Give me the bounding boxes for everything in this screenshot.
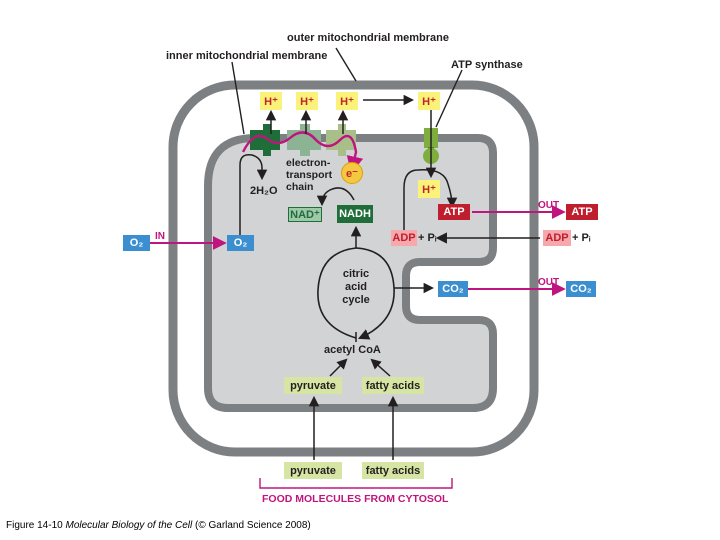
citric-cycle-label: citric acid cycle	[339, 268, 373, 307]
proton-box-5: H⁺	[418, 180, 440, 198]
pyruvate-inner-box: pyruvate	[284, 377, 342, 394]
atp-outer-box: ATP	[566, 204, 598, 220]
citric-label-line3: cycle	[342, 294, 370, 306]
etc-label-line1: electron-	[286, 157, 331, 169]
co2-outer-box: CO₂	[566, 281, 596, 297]
electron-badge: e⁻	[341, 162, 363, 184]
leader-atp-synthase	[435, 69, 463, 128]
leader-outer-membrane	[335, 47, 357, 82]
fatty-to-acetyl-arrow	[370, 358, 391, 377]
proton-box-4: H⁺	[418, 92, 440, 110]
atp-synthase-label: ATP synthase	[451, 59, 523, 71]
caption-prefix: Figure 14-10	[6, 520, 66, 531]
food-molecules-label: FOOD MOLECULES FROM CYTOSOL	[262, 493, 449, 505]
out-co2-label: OUT	[538, 277, 560, 288]
fatty-acids-outer-box: fatty acids	[362, 462, 424, 479]
inner-membrane-label: inner mitochondrial membrane	[166, 50, 328, 62]
water-label: 2H₂O	[250, 185, 278, 197]
caption-title: Molecular Biology of the Cell	[65, 520, 193, 531]
co2-inner-box: CO₂	[438, 281, 468, 297]
nad-plus-box: NAD⁺	[288, 207, 322, 222]
electron-path	[241, 131, 364, 174]
pyruvate-to-acetyl-arrow	[329, 358, 348, 377]
citric-label-line1: citric	[342, 268, 370, 280]
o2-outer-box: O₂	[123, 235, 150, 251]
acetyl-coa-label: acetyl CoA	[324, 344, 381, 356]
atp-synthesis-arrow	[403, 169, 458, 236]
etc-label: electron- transport chain	[286, 157, 332, 193]
proton-box-1: H⁺	[260, 92, 282, 110]
pi-inner-label: + Pᵢ	[418, 232, 437, 244]
etc-label-line2: transport	[286, 169, 333, 181]
food-bracket	[259, 478, 453, 489]
in-label: IN	[155, 231, 165, 242]
fatty-acids-inner-box: fatty acids	[362, 377, 424, 394]
proton-box-3: H⁺	[336, 92, 358, 110]
nadh-oxidation-arrow	[316, 187, 355, 207]
adp-outer-box: ADP	[543, 230, 571, 246]
etc-label-line3: chain	[286, 181, 314, 193]
out-atp-label: OUT	[538, 200, 560, 211]
pi-outer-label: + Pᵢ	[572, 232, 591, 244]
proton-box-2: H⁺	[296, 92, 318, 110]
caption-suffix: (© Garland Science 2008)	[192, 520, 311, 531]
figure-caption: Figure 14-10 Molecular Biology of the Ce…	[6, 520, 311, 531]
adp-inner-box: ADP	[391, 230, 417, 246]
atp-inner-box: ATP	[438, 204, 470, 220]
inner-membrane	[204, 134, 497, 412]
oxygen-to-water-arrow	[239, 153, 268, 240]
pyruvate-outer-box: pyruvate	[284, 462, 342, 479]
citric-label-line2: acid	[344, 281, 367, 293]
outer-membrane-label: outer mitochondrial membrane	[287, 32, 449, 44]
nadh-box: NADH	[337, 205, 373, 223]
leader-inner-membrane	[231, 61, 245, 135]
o2-inner-box: O₂	[227, 235, 254, 251]
